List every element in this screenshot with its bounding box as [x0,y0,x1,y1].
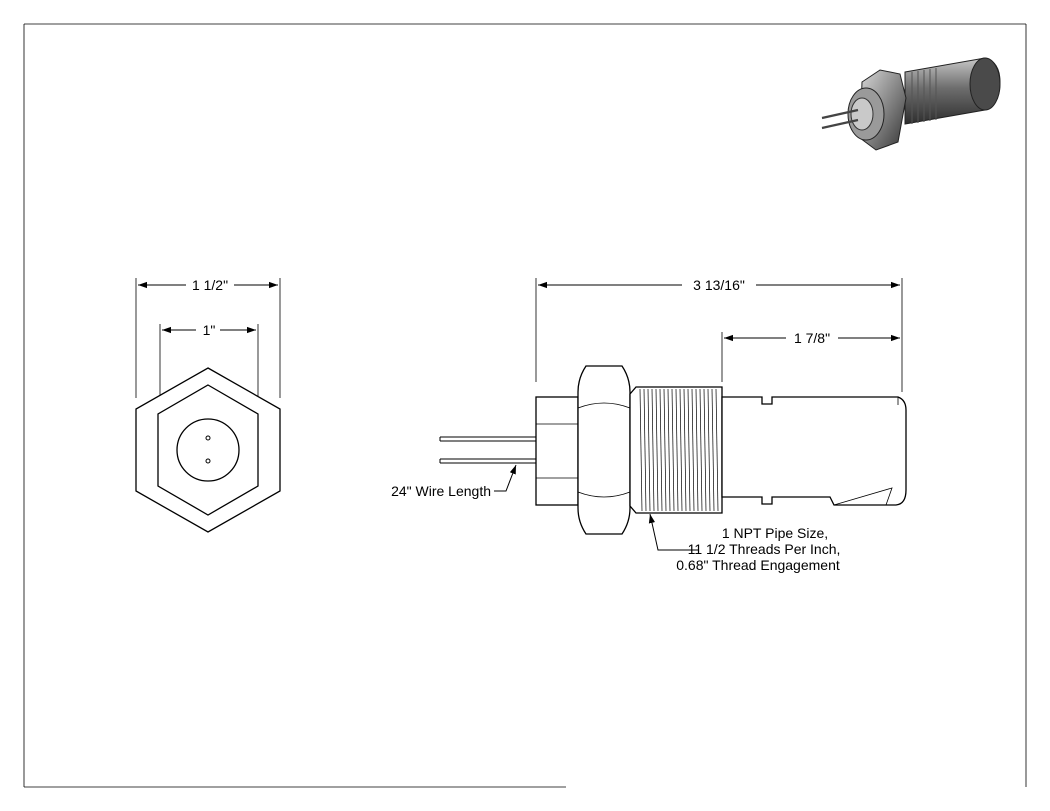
thread-line [679,388,683,512]
thread-line [667,388,671,512]
wire-length-leader [494,464,517,492]
thread-line [691,388,695,512]
end-view-pin-hole [205,458,211,464]
dimension-inner-width: 1" [203,322,216,338]
end-view [135,278,281,533]
thread-lines [639,388,719,512]
end-view-face-circle [176,418,240,482]
thread-note-line-3: 0.68" Thread Engagement [676,557,840,573]
thread-note-line-2: 11 1/2 Threads Per Inch, [688,541,841,557]
thread-line [695,388,699,512]
dimension-overall-length: 3 13/16" [693,277,745,293]
drawing-border [23,23,1027,788]
thread-line [671,388,675,512]
thread-line [703,388,707,512]
thread-line [715,388,719,512]
main-hex [577,365,631,535]
thread-line [647,388,651,512]
threaded-section [629,386,723,514]
thread-line [659,388,663,512]
thread-line [663,388,667,512]
thread-note-line-1: 1 NPT Pipe Size, [722,525,828,541]
dimension-overall-width: 1 1/2" [192,277,228,293]
thread-line [655,388,659,512]
thread-line [711,388,715,512]
rear-nut [535,396,579,506]
thread-line [707,388,711,512]
thread-line [643,388,647,512]
thread-line [639,388,643,512]
isometric-render [821,57,1001,151]
thread-note-leader [648,513,698,551]
thread-line [687,388,691,512]
dimension-probe-length: 1 7/8" [794,330,830,346]
thread-line [651,388,655,512]
thread-line [699,388,703,512]
probe-body [721,396,907,506]
thread-line [683,388,687,512]
side-view [439,278,907,551]
wire-length-note: 24" Wire Length [391,483,491,499]
end-view-pin-hole [205,435,211,441]
thread-line [675,388,679,512]
